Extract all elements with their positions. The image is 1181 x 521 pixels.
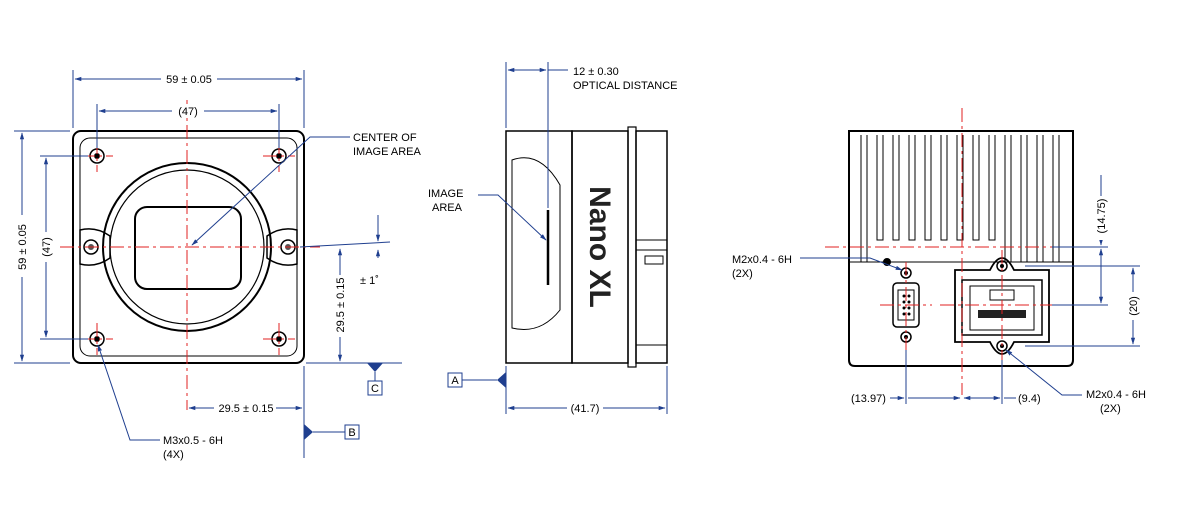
image-sensor-area (134, 206, 242, 290)
image-area-label-line2: AREA (432, 202, 463, 214)
length-dim: (41.7) (571, 403, 600, 415)
datum-c-label: C (371, 383, 379, 395)
screw-bottom-label-line2: (2X) (1100, 403, 1121, 415)
front-height-dim: 59 ± 0.05 (17, 224, 29, 270)
datum-a-label: A (451, 375, 459, 387)
side-lens-section (505, 130, 573, 364)
datum-a-box (447, 372, 463, 388)
datum-b-label: B (348, 427, 355, 439)
optical-distance-dim: 12 ± 0.30 (573, 66, 619, 78)
center-offset-v: 29.5 ± 0.15 (335, 278, 347, 333)
side-rear-section (635, 130, 668, 364)
front-view: 59 ± 0.05 (47) 59 ± 0.05 (47) 29.5 ± 0.1… (14, 70, 422, 461)
rear-view: (14.75) (20) (13.97) (9.4) M2x0.4 - 6H (… (732, 108, 1146, 415)
rear-dim-20: (20) (1128, 296, 1140, 316)
hole-label-line1: M3x0.5 - 6H (163, 435, 223, 447)
rear-dim-1397: (13.97) (851, 393, 886, 405)
center-label-line2: IMAGE AREA (353, 146, 422, 158)
front-hole-spacing-v: (47) (41, 237, 53, 257)
rotation-tolerance: ± 1˚ (360, 275, 379, 287)
rear-dim-1475: (14.75) (1096, 199, 1108, 234)
side-view: Nano XL 12 ± 0.30 OPTICAL DISTANCE IMAGE… (428, 62, 678, 415)
center-label-line1: CENTER OF (353, 132, 417, 144)
screw-top-label-line2: (2X) (732, 268, 753, 280)
optical-distance-label: OPTICAL DISTANCE (573, 80, 678, 92)
rear-dim-94: (9.4) (1018, 393, 1041, 405)
screw-bottom-label-line1: M2x0.4 - 6H (1086, 389, 1146, 401)
front-width-dim: 59 ± 0.05 (166, 74, 212, 86)
hole-label-line2: (4X) (163, 449, 184, 461)
datum-b-box (344, 424, 360, 440)
cooling-fins (860, 135, 1060, 263)
center-offset-h: 29.5 ± 0.15 (219, 403, 274, 415)
front-hole-spacing-h: (47) (178, 106, 198, 118)
brand-logo: Nano XL (583, 186, 616, 308)
image-area-label-line1: IMAGE (428, 188, 463, 200)
datum-c-box (367, 380, 383, 396)
rear-body-outline (848, 130, 1074, 367)
screw-top-label-line1: M2x0.4 - 6H (732, 254, 792, 266)
